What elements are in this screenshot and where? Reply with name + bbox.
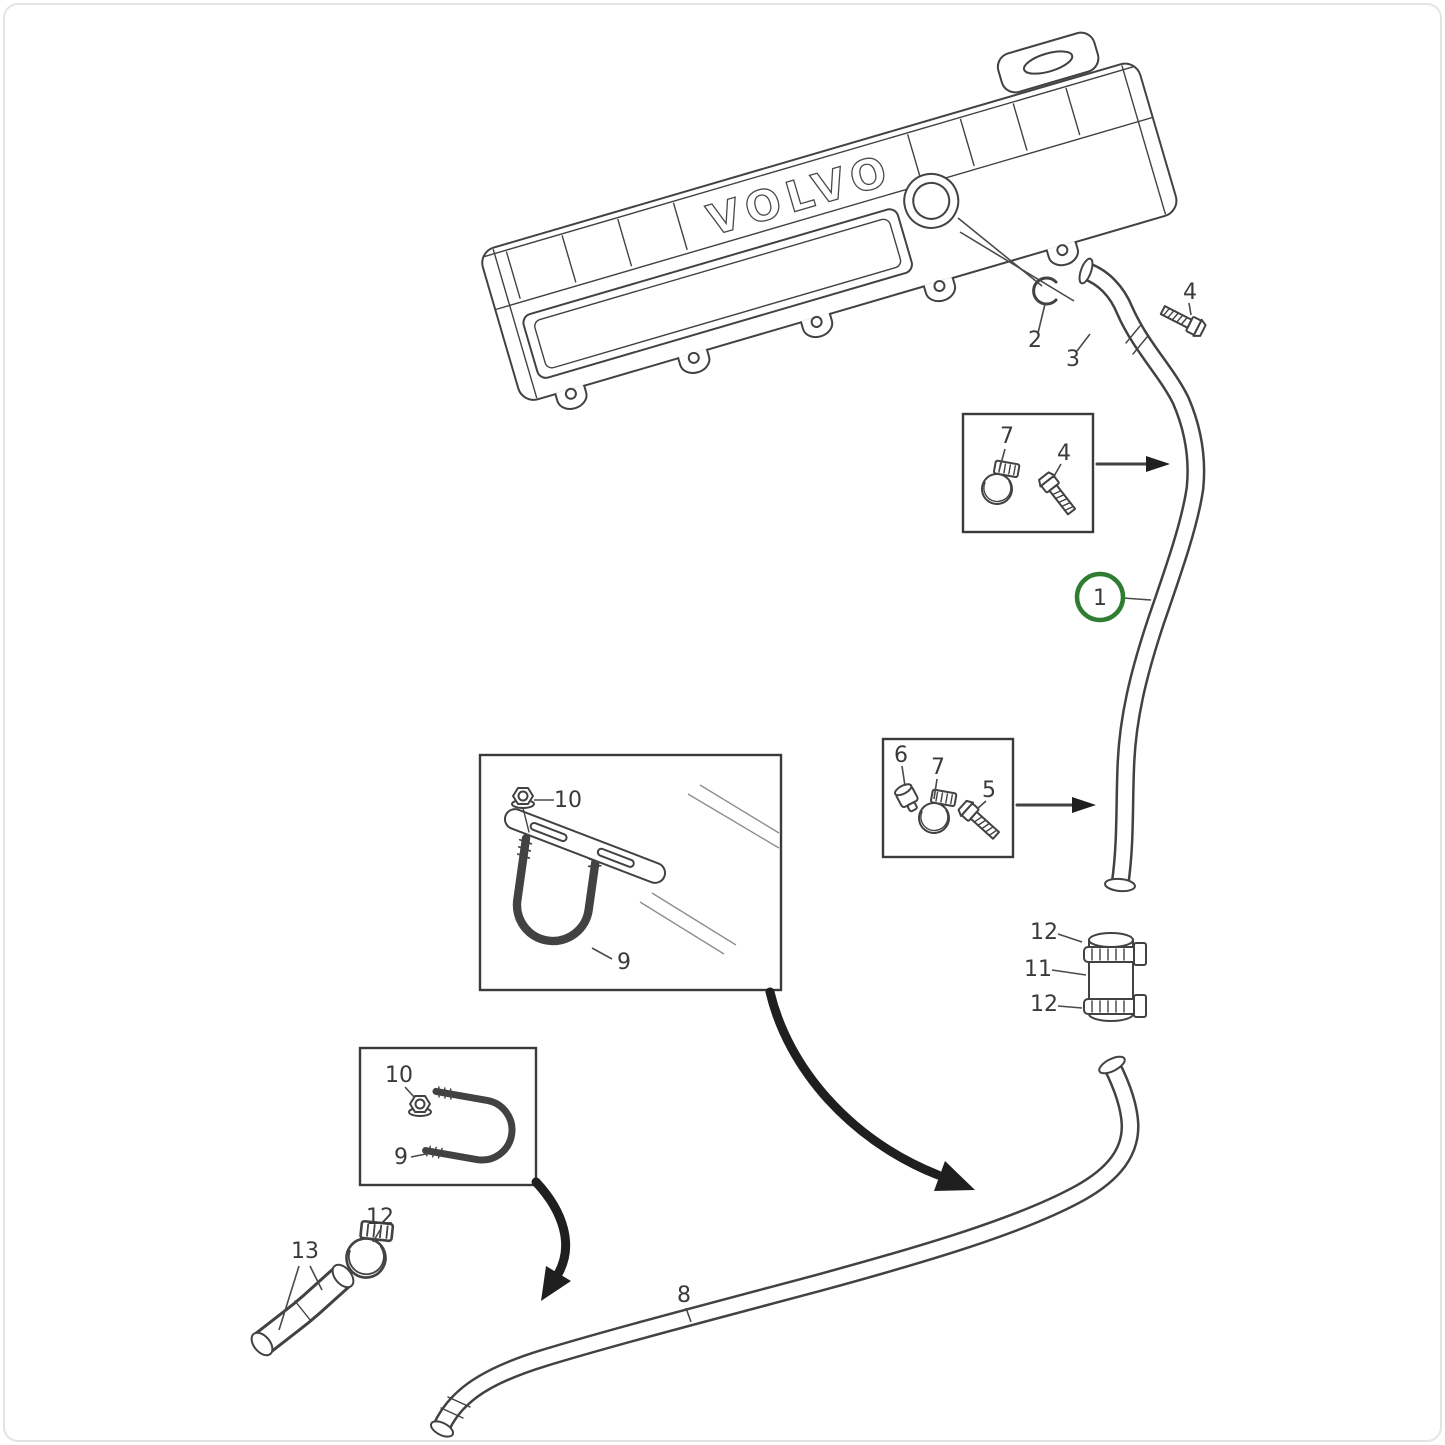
hose1-bottom-opening (1104, 877, 1136, 893)
callout-7a: 7 (1000, 424, 1014, 449)
callout-10d: 10 (385, 1063, 413, 1088)
inset-box-d: 10 9 (358, 1046, 538, 1187)
explode-line-part2 (957, 217, 1043, 287)
inset-box-b: 6 7 5 (881, 737, 1096, 859)
callout-11: 11 (1024, 957, 1052, 982)
hose8-top-opening (1098, 1055, 1126, 1075)
inset-box-c: 10 9 (478, 753, 783, 992)
arrow-from-box-d (531, 1177, 571, 1301)
inset-box-a: 7 4 (961, 412, 1170, 534)
clamp-part12-lower (1083, 994, 1147, 1018)
callout-4: 4 (1183, 280, 1197, 305)
hose-part1 (1078, 257, 1206, 893)
arrow-from-box-c (765, 987, 975, 1191)
bracket-strap (503, 808, 667, 884)
callouts: 2 3 4 12 11 12 12 13 8 (278, 280, 1197, 1331)
callout-9d: 9 (394, 1145, 408, 1170)
highlight-part-1: 1 (1074, 571, 1152, 623)
valve-cover-panel (522, 208, 913, 379)
page-frame (3, 3, 1442, 1442)
callout-9c: 9 (617, 950, 631, 975)
callout-5: 5 (982, 778, 996, 803)
callout-13: 13 (291, 1239, 319, 1264)
nut-icon-part10c (511, 787, 535, 809)
nut-icon-part10d (408, 1095, 432, 1117)
clamp-part12-upper (1083, 942, 1147, 966)
callout-7b: 7 (931, 755, 945, 780)
bolt-part4 (1157, 301, 1208, 340)
connector-part11 (1083, 932, 1147, 1022)
callout-12a: 12 (1030, 920, 1058, 945)
callout-12b: 12 (1030, 992, 1058, 1017)
callout-10c: 10 (554, 788, 582, 813)
hose-part8 (429, 1055, 1140, 1438)
callout-3: 3 (1066, 347, 1080, 372)
callout-2: 2 (1028, 328, 1042, 353)
callout-1: 1 (1093, 586, 1107, 611)
hose1-top-opening (1078, 257, 1094, 285)
explode-line-part3 (959, 231, 1075, 302)
arrow-a-head (1146, 456, 1170, 472)
arrow-b-head (1072, 797, 1096, 813)
highlight-circle (1074, 571, 1126, 623)
pipe-part13 (250, 1263, 355, 1357)
callout-6: 6 (894, 743, 908, 768)
hose8-end-opening (429, 1420, 455, 1438)
valve-cover-ribs (505, 87, 1081, 299)
callout-12c: 12 (366, 1205, 394, 1230)
callout-8: 8 (677, 1283, 691, 1308)
callout-4a: 4 (1057, 441, 1071, 466)
seal-ring-part2 (1032, 276, 1058, 306)
valve-cover-bolt-tabs (554, 240, 1079, 410)
valve-cover: VOLVO (481, 31, 1178, 410)
